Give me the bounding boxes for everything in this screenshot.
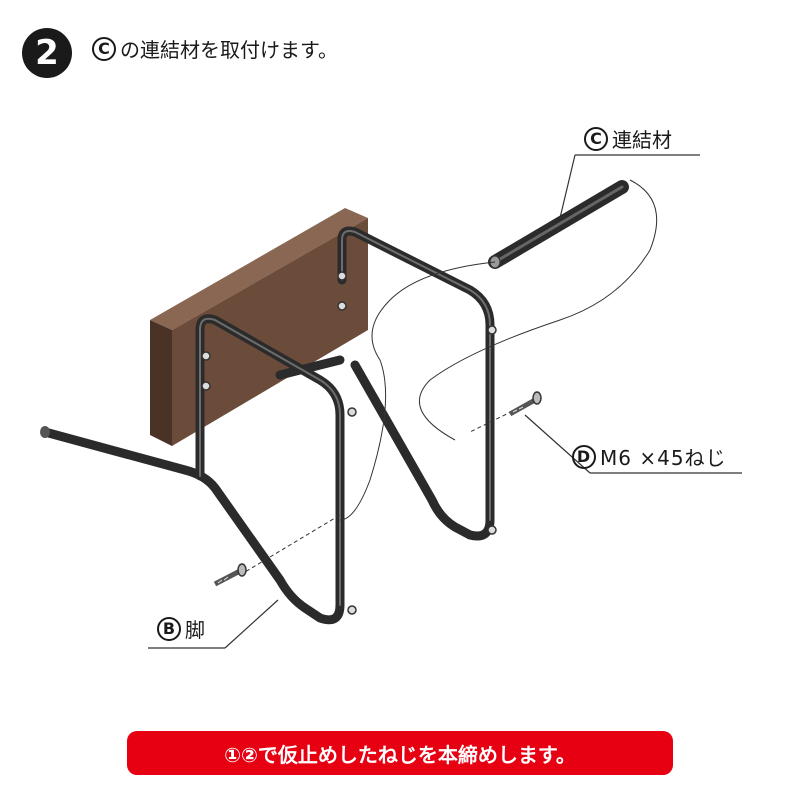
connecting-rod-c — [488, 180, 629, 269]
part-c-mark: C — [92, 36, 116, 61]
guide-curves — [339, 179, 658, 521]
label-d-text: M6 ×45ねじ — [600, 446, 727, 470]
wooden-board — [150, 208, 368, 446]
screw-d-right — [508, 391, 542, 417]
label-screw: D M6 ×45ねじ — [572, 442, 727, 471]
instruction-banner: ①②で仮止めしたねじを本締めします。 — [127, 731, 673, 775]
screw-d-left — [213, 563, 247, 587]
label-b-text: 脚 — [185, 618, 205, 642]
leader-lines — [148, 154, 742, 649]
step-number-badge: 2 — [22, 28, 72, 78]
step-title-text: の連結材を取付けます。 — [120, 38, 338, 62]
leg-frame-highlight — [199, 230, 491, 606]
label-connecting-rod: C 連結材 — [584, 124, 672, 153]
instruction-banner-text: ①②で仮止めしたねじを本締めします。 — [224, 742, 576, 767]
part-d-label-mark: D — [572, 444, 596, 469]
part-c-label-mark: C — [584, 126, 608, 151]
bolt-holes — [201, 271, 497, 615]
label-leg: B 脚 — [157, 614, 205, 643]
step-title: C の連結材を取付けます。 — [92, 34, 338, 63]
leg-tube-end — [40, 426, 50, 438]
part-b-label-mark: B — [157, 616, 181, 641]
label-c-text: 連結材 — [612, 128, 672, 152]
